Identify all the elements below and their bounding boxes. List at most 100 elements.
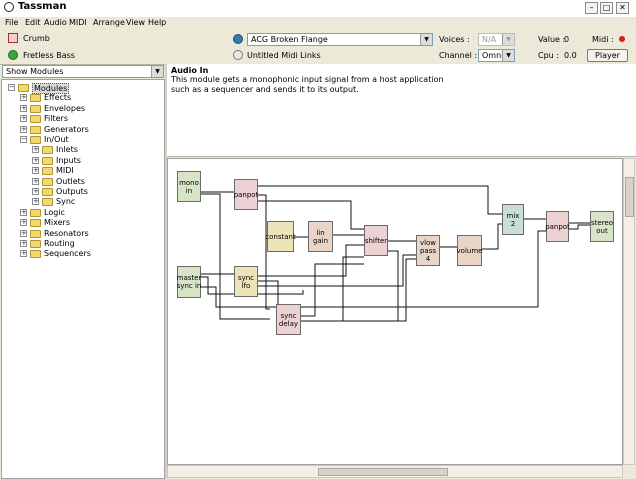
module-panpot-2[interactable]: panpot — [545, 211, 570, 242]
horizontal-scrollbar[interactable] — [167, 465, 623, 478]
module-master-sync-in[interactable]: master sync in — [177, 266, 201, 298]
module-mono-in[interactable]: mono in — [177, 171, 201, 202]
tree-item[interactable]: + Outputs — [2, 187, 162, 197]
expand-icon[interactable]: + — [20, 207, 27, 216]
tree-item[interactable]: +Sync — [2, 197, 162, 207]
module-constant[interactable]: constant — [265, 221, 296, 252]
expand-icon[interactable]: + — [20, 124, 27, 133]
module-vlow-pass[interactable]: vlow pass 4 — [416, 235, 440, 266]
patch-wires — [201, 185, 590, 322]
tree-item[interactable]: +Resonators — [2, 229, 162, 239]
expand-icon[interactable]: + — [20, 114, 27, 123]
folder-icon — [18, 84, 29, 92]
expand-icon[interactable]: + — [32, 176, 39, 185]
panel-splitter[interactable] — [165, 64, 167, 479]
tree-item[interactable]: +Inputs — [2, 156, 162, 166]
tree-item-label: Filters — [44, 114, 68, 124]
tree-item[interactable]: +Outlets — [2, 177, 162, 187]
tree-item[interactable]: −Modules — [2, 83, 162, 94]
tree-item[interactable]: + Filters — [2, 114, 162, 124]
description-title: Audio In — [171, 66, 209, 75]
folder-icon — [30, 219, 41, 228]
folder-icon — [30, 125, 41, 134]
menu-audio[interactable]: Audio — [44, 18, 67, 27]
vertical-scrollbar[interactable] — [623, 158, 635, 465]
midi-label: Midi : — [592, 35, 614, 44]
tree-item[interactable]: +Inlets — [2, 145, 162, 155]
close-button[interactable]: ✕ — [616, 2, 629, 14]
midi-links-icon — [233, 50, 243, 60]
collapse-icon[interactable]: − — [20, 135, 27, 143]
tree-item-label: Mixers — [44, 218, 70, 228]
module-stereo-out[interactable]: stereo out — [590, 211, 614, 242]
tree-item-label: Envelopes — [44, 103, 86, 113]
menu-arrange[interactable]: Arrange — [93, 18, 125, 27]
window-title: Tassman — [18, 1, 67, 12]
preset-icon[interactable] — [8, 50, 18, 60]
tree-item-label: Effects — [44, 93, 72, 103]
player-button[interactable]: Player — [587, 49, 628, 62]
preset-combo[interactable]: ACG Broken Flange ▼ — [247, 33, 433, 46]
folder-icon — [30, 136, 41, 144]
voices-combo: N/A ▼ — [478, 33, 515, 46]
expand-icon[interactable]: + — [20, 239, 27, 247]
instrument-icon[interactable] — [8, 33, 18, 43]
expand-icon[interactable]: + — [20, 218, 27, 227]
tree-item[interactable]: +MIDI — [2, 166, 162, 176]
menu-help[interactable]: Help — [148, 18, 167, 27]
tree-item[interactable]: +Routing — [2, 239, 162, 249]
tree-item[interactable]: + Sequencers — [2, 249, 162, 259]
tree-item[interactable]: + Envelopes — [2, 104, 162, 114]
module-mix2[interactable]: mix 2 — [502, 204, 524, 235]
expand-icon[interactable]: + — [32, 187, 39, 195]
expand-icon[interactable]: + — [32, 166, 39, 175]
expand-icon[interactable]: + — [32, 197, 39, 206]
vertical-scroll-thumb[interactable] — [625, 177, 634, 217]
tree-item[interactable]: +Generators — [2, 125, 162, 135]
menu-edit[interactable]: Edit — [25, 18, 41, 27]
menu-file[interactable]: File — [5, 18, 19, 27]
module-tree: −Modules+Effects+Envelopes+Filters+Gener… — [1, 79, 165, 479]
tree-item[interactable]: + Logic — [2, 208, 162, 218]
collapse-icon[interactable]: − — [8, 83, 15, 91]
folder-icon — [30, 208, 41, 217]
horizontal-scroll-thumb[interactable] — [318, 468, 448, 476]
expand-icon[interactable]: + — [20, 103, 27, 112]
menu-midi[interactable]: MIDI — [69, 18, 87, 27]
folder-icon — [30, 250, 41, 259]
expand-icon[interactable]: + — [32, 145, 39, 154]
folder-icon — [42, 177, 53, 186]
folder-icon — [30, 94, 41, 103]
tree-item-label: Sequencers — [44, 249, 91, 259]
minimize-button[interactable]: – — [585, 2, 598, 14]
module-shifter[interactable]: shifter — [364, 225, 388, 256]
menu-view[interactable]: View — [126, 18, 145, 27]
module-panpot[interactable]: panpot — [234, 179, 258, 210]
module-sync-lfo[interactable]: sync lfo — [234, 266, 258, 297]
tree-item[interactable]: + Effects — [2, 93, 162, 103]
channel-combo[interactable]: Omni ▼ — [478, 49, 515, 62]
maximize-button[interactable]: □ — [600, 2, 613, 14]
description-text-1: This module gets a monophonic input sign… — [171, 75, 444, 84]
patch-canvas[interactable]: mono in panpot constant lin gain shifter… — [167, 158, 623, 465]
tree-item[interactable]: −In/Out — [2, 135, 162, 145]
value-label: Value : — [538, 35, 566, 44]
tree-item-label: Logic — [44, 207, 65, 217]
tree-item[interactable]: + Mixers — [2, 218, 162, 228]
module-lin-gain[interactable]: lin gain — [308, 221, 333, 252]
expand-icon[interactable]: + — [32, 155, 39, 164]
show-modules-value: Show Modules — [6, 67, 64, 76]
folder-icon — [30, 115, 41, 124]
module-volume[interactable]: volume — [457, 235, 482, 266]
description-text-2: such as a sequencer and sends it to its … — [171, 85, 359, 94]
globe-icon — [233, 34, 243, 44]
folder-icon — [30, 229, 41, 238]
tree-item-label: Outputs — [56, 187, 88, 196]
channel-value: Omni — [482, 51, 504, 60]
show-modules-combo[interactable]: Show Modules ▼ — [2, 65, 164, 78]
expand-icon[interactable]: + — [20, 93, 27, 102]
chevron-down-icon: ▼ — [502, 34, 514, 45]
expand-icon[interactable]: + — [20, 228, 27, 237]
expand-icon[interactable]: + — [20, 249, 27, 258]
module-sync-delay[interactable]: sync delay — [276, 304, 301, 335]
